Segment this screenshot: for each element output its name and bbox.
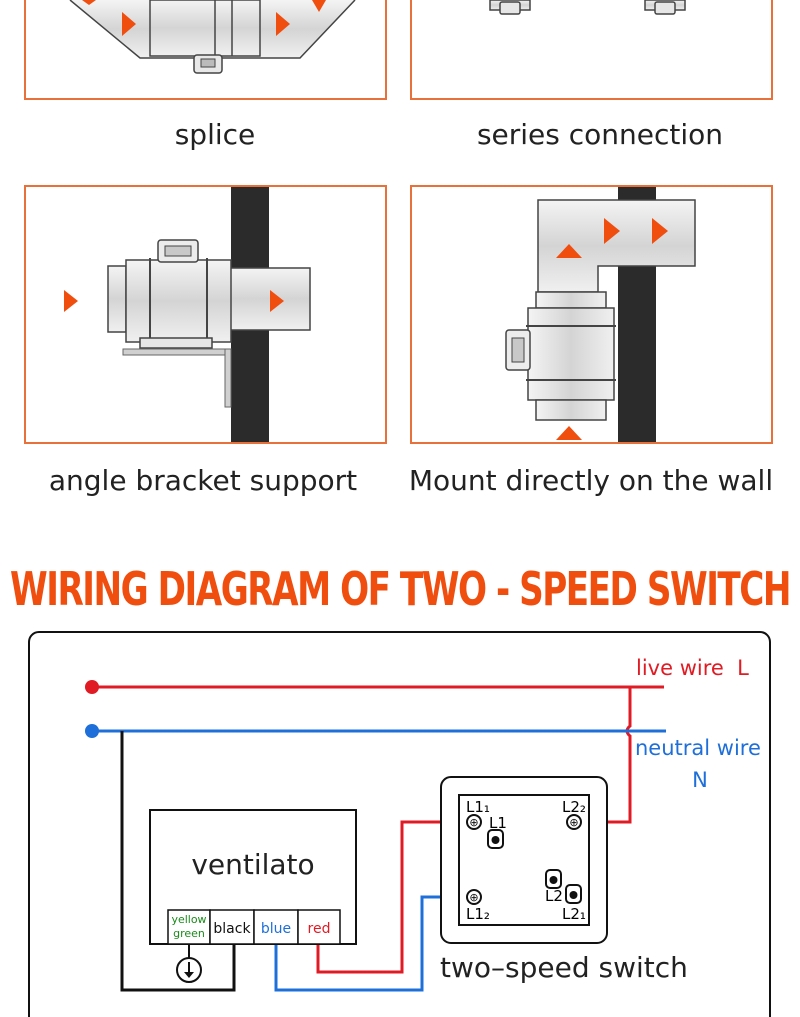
caption-splice: splice [175,118,256,151]
airflow-arrow-icon [604,218,620,244]
wiring-diagram: ventilato yellow green black blue red L1… [28,631,771,1017]
airflow-arrow-icon [652,218,668,244]
angle-bracket-panel [24,185,387,444]
neutral-terminal-dot [85,724,99,738]
terminal-blue-label: blue [261,921,291,937]
neutral-wire-label: neutral wire [635,736,761,760]
switch-terminal-l11: L1₁ [466,798,490,816]
terminal-green-label: green [173,927,205,940]
screw-terminal-icon [466,814,482,830]
switch-terminal-l1: L1 [489,814,507,832]
switch-terminal-l12: L1₂ [466,905,490,923]
airflow-arrow-icon [556,244,582,258]
ventilator-label: ventilato [191,848,314,881]
splice-panel [24,0,387,100]
svg-text:⊕: ⊕ [469,891,478,904]
wall-mount-panel [410,185,773,444]
switch-terminal-l2: L2 [545,887,563,905]
live-wire-label: live wire L [636,656,749,680]
airflow-arrow-icon [556,426,582,440]
screw-terminal-icon [566,814,582,830]
airflow-arrow-icon [82,0,96,5]
series-panel [410,0,773,100]
terminal-red-label: red [308,921,331,937]
airflow-arrow-icon [270,290,284,312]
screw-terminal-icon [466,889,482,905]
caption-angle-bracket: angle bracket support [49,464,357,497]
switch-label: two–speed switch [440,951,688,984]
airflow-arrow-icon [312,0,326,12]
terminal-yellow-label: yellow [171,913,206,926]
airflow-arrow-icon [64,290,78,312]
caption-wall-mount: Mount directly on the wall [409,464,773,497]
svg-text:⊕: ⊕ [469,816,478,829]
live-terminal-dot [85,680,99,694]
switch-terminal-l21: L2₁ [562,905,586,923]
terminal-black-label: black [213,921,251,937]
airflow-arrow-icon [122,12,136,36]
switch-terminal-l22: L2₂ [562,798,586,816]
wiring-diagram-heading: WIRING DIAGRAM OF TWO - SPEED SWITCH [10,562,790,616]
svg-text:⊕: ⊕ [569,816,578,829]
caption-series-connection: series connection [477,118,723,151]
airflow-arrow-icon [276,12,290,36]
neutral-wire-letter: N [692,768,708,792]
